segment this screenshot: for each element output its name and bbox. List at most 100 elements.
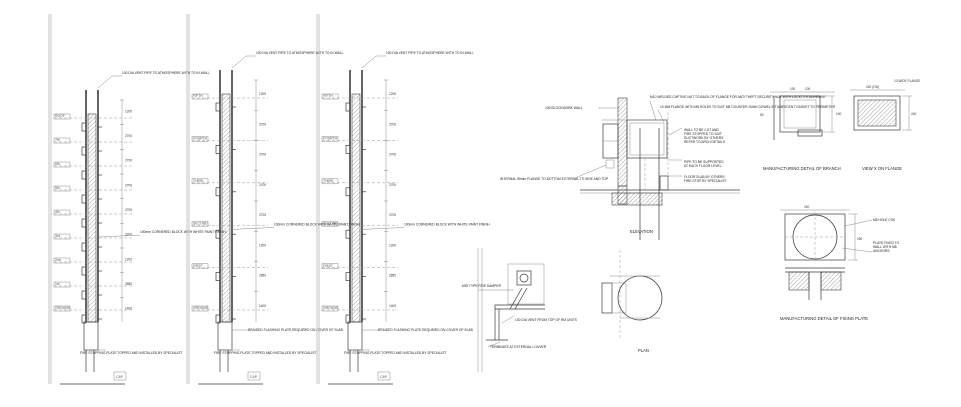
level-label: FIFTH bbox=[323, 94, 333, 98]
svg-text:250: 250 bbox=[857, 237, 863, 241]
dimension-label: 1200 bbox=[389, 92, 396, 96]
floor-tag: CAP bbox=[116, 375, 124, 379]
note-fire-damper: MID TYPE FIRE DAMPER bbox=[462, 284, 502, 288]
dimension-label: 2850 bbox=[389, 274, 396, 278]
wall-note: 100mm CORNERED BLOCK WITH WHITE PAINT FI… bbox=[140, 230, 226, 234]
vent-note: 100 DIA VENT PIPE TO ATMOSPHERE WITH TO … bbox=[256, 51, 344, 55]
level-label: 1st bbox=[55, 282, 60, 286]
caption-plan: PLAN bbox=[638, 348, 649, 353]
level-label: 6th bbox=[55, 162, 60, 166]
wall-note: 100mm CORNERED BLOCK WITH WHITE PAINT FI… bbox=[404, 222, 490, 226]
riser-elevation-3: FIFTH FOURTH THIRD SECOND FIRST GROUND 1200 270… bbox=[316, 14, 490, 385]
caption-fixing-plate: MANUFACTURING DETAIL OF FIXING PLATE bbox=[780, 316, 868, 321]
dimension-label: 2700 bbox=[125, 208, 132, 212]
flashing-note: BRAIDED FLASHING PLATE REQUIRED ON COVER… bbox=[378, 328, 474, 332]
note-internal-flange: INTERNAL 50mm FLANGE TO BOTTOM EXTERNAL … bbox=[500, 177, 609, 181]
level-label: GROUND bbox=[193, 306, 209, 310]
svg-text:WALL TO BE CUT AND: WALL TO BE CUT AND bbox=[684, 128, 719, 132]
svg-text:PLATE FIXED TO: PLATE FIXED TO bbox=[873, 241, 900, 245]
dimension-label: 2850 bbox=[259, 274, 266, 278]
dimension-label: 1200 bbox=[125, 109, 132, 113]
vent-note: 100 DIA VENT PIPE TO ATMOSPHERE WITH TO … bbox=[122, 71, 210, 75]
dimension-label: 2850 bbox=[125, 282, 132, 286]
dimension-label: 1200 bbox=[259, 243, 266, 247]
dimension-label: 1400 bbox=[259, 304, 266, 308]
svg-text:100: 100 bbox=[836, 112, 842, 116]
dimension-label: 2700 bbox=[259, 183, 266, 187]
vent-note: 100 DIA VENT PIPE TO ATMOSPHERE WITH TO … bbox=[386, 51, 474, 55]
level-label: FOURTH bbox=[193, 137, 208, 141]
svg-text:10 WIDE FLANGE: 10 WIDE FLANGE bbox=[894, 79, 920, 83]
note-flange-holes: 10 MM FLANGE WITH M8 HOLES TO SUIT M8 CO… bbox=[660, 105, 836, 109]
dimension-label: 2700 bbox=[125, 159, 132, 163]
level-label: THIRD bbox=[323, 179, 334, 183]
dimension-label: 2700 bbox=[389, 122, 396, 126]
svg-text:50: 50 bbox=[760, 113, 764, 117]
flange-view: 240 (OD) 10 WIDE FLANGE 240 VIEW X ON FL… bbox=[850, 79, 920, 171]
level-label: FOURTH bbox=[323, 137, 338, 141]
svg-text:240: 240 bbox=[911, 112, 917, 116]
flashing-note: BRAIDED FLASHING PLATE REQUIRED ON COVER… bbox=[248, 328, 344, 332]
svg-text:100: 100 bbox=[790, 87, 796, 91]
svg-text:100: 100 bbox=[805, 87, 811, 91]
level-label: SECOND bbox=[323, 221, 338, 225]
base-note: FIRE STOPPING PLATE TOPPED AND INSTALLED… bbox=[214, 351, 316, 355]
note-blockwork: 100 BLOCKWORK WALL bbox=[545, 106, 583, 110]
svg-text:M8 HOLE CSK: M8 HOLE CSK bbox=[873, 218, 896, 222]
level-label: FIRST bbox=[193, 264, 203, 268]
dimension-label: 2700 bbox=[259, 122, 266, 126]
level-label: 2nd bbox=[55, 258, 61, 262]
dimension-label: 2700 bbox=[125, 233, 132, 237]
svg-text:FIRE STOPPED TO SUIT: FIRE STOPPED TO SUIT bbox=[684, 132, 722, 136]
level-label: THIRD bbox=[193, 179, 204, 183]
svg-text:PIPE TO BE SUPPORTED: PIPE TO BE SUPPORTED bbox=[684, 160, 724, 164]
elevation-detail: WALL TO BE CUT AND FIRE STOPPED TO SUIT … bbox=[500, 95, 836, 240]
svg-text:REFER TO ARCH DETAILS: REFER TO ARCH DETAILS bbox=[684, 140, 726, 144]
level-label: 7th bbox=[55, 138, 60, 142]
level-label: ROOF bbox=[55, 114, 65, 118]
branch-detail: 100 100 100 50 MANUFACTURING DETAIL OF B… bbox=[760, 87, 842, 171]
dimension-label: 2700 bbox=[125, 134, 132, 138]
svg-text:240: 240 bbox=[804, 205, 810, 209]
level-label: 3rd bbox=[55, 234, 60, 238]
svg-text:AT EACH FLOOR LEVEL: AT EACH FLOOR LEVEL bbox=[684, 164, 722, 168]
level-label: 5th bbox=[55, 186, 60, 190]
dimension-label: 1400 bbox=[389, 304, 396, 308]
dimension-label: 1200 bbox=[389, 243, 396, 247]
note-captive-nut: M10 WELDED CAPTIVE NUT TO BACK OF FLANGE… bbox=[650, 95, 826, 99]
dimension-label: 2700 bbox=[125, 183, 132, 187]
base-note: FIRE STOPPING PLATE TOPPED AND INSTALLED… bbox=[344, 351, 446, 355]
level-label: 4th bbox=[55, 210, 60, 214]
svg-text:WALL WITH M8: WALL WITH M8 bbox=[873, 245, 897, 249]
level-label: FIFTH bbox=[193, 94, 203, 98]
riser-elevation-2: FIFTH FOURTH THIRD SECOND FIRST GROUND 1200 270… bbox=[186, 14, 360, 385]
dimension-label: 2700 bbox=[389, 183, 396, 187]
dimension-label: 2700 bbox=[259, 153, 266, 157]
level-label: GROUND bbox=[323, 306, 339, 310]
plan-detail: PLAN bbox=[601, 250, 663, 353]
svg-text:FIRE STOP BY SPECIALIST: FIRE STOP BY SPECIALIST bbox=[684, 179, 727, 183]
svg-text:240 (OD): 240 (OD) bbox=[866, 85, 879, 89]
caption-elevation: ELEVATION bbox=[630, 229, 653, 234]
svg-text:FLOOR SLAB BY OTHERS: FLOOR SLAB BY OTHERS bbox=[684, 175, 725, 179]
dimension-label: 1200 bbox=[125, 257, 132, 261]
damper-detail: MID TYPE FIRE DAMPER 100 DIA VENT FROM T… bbox=[462, 248, 578, 372]
note-vent-from-units: 100 DIA VENT FROM TOP OF RM UNITS bbox=[515, 318, 578, 322]
dimension-label: 2700 bbox=[389, 213, 396, 217]
fixing-plate-detail: M8 HOLE CSK PLATE FIXED TO WALL WITH M8 … bbox=[780, 205, 900, 321]
floor-tag: CAP bbox=[250, 375, 258, 379]
level-label: GROUND bbox=[55, 306, 71, 310]
caption-branch: MANUFACTURING DETAIL OF BRANCH bbox=[763, 166, 841, 171]
dimension-label: 1200 bbox=[259, 92, 266, 96]
level-label: SECOND bbox=[193, 221, 208, 225]
svg-text:DUCTWORK BY OTHERS: DUCTWORK BY OTHERS bbox=[684, 136, 724, 140]
svg-text:ANCHORS: ANCHORS bbox=[873, 249, 890, 253]
note-external-louvre: TERMINATE AT EXTERNAL LOUVER bbox=[490, 345, 547, 349]
base-note: FIRE STOPPING PLATE TOPPED AND INSTALLED… bbox=[80, 351, 182, 355]
caption-flange: VIEW X ON FLANGE bbox=[862, 166, 902, 171]
level-label: FIRST bbox=[323, 264, 333, 268]
